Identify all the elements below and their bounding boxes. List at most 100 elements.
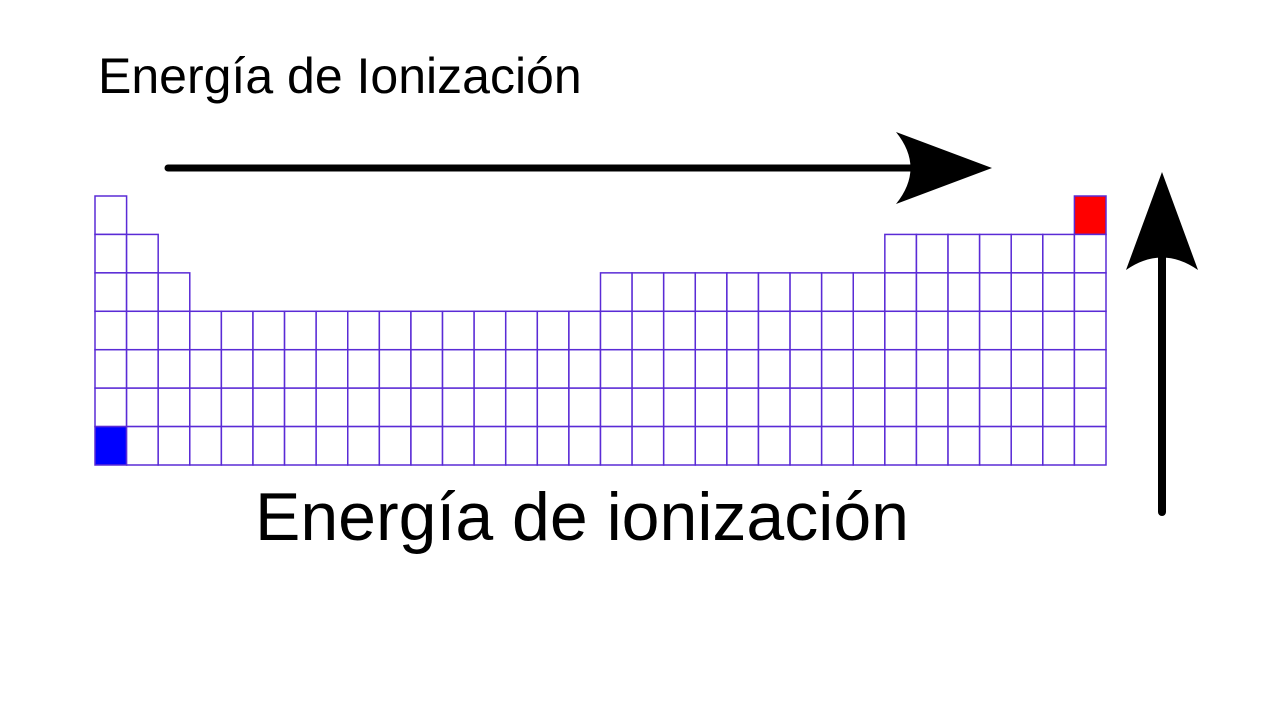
element-cell <box>1042 387 1076 428</box>
element-cell <box>631 348 665 389</box>
element-cell <box>726 387 760 428</box>
element-cell <box>347 348 381 389</box>
element-cell <box>789 425 823 466</box>
element-cell <box>410 387 444 428</box>
element-cell <box>536 348 570 389</box>
element-cell <box>220 425 254 466</box>
element-cell <box>757 272 791 313</box>
element-cell <box>1042 348 1076 389</box>
element-cell <box>283 425 317 466</box>
element-cell <box>568 348 602 389</box>
element-cell <box>694 387 728 428</box>
element-cell <box>441 387 475 428</box>
element-cell <box>978 425 1012 466</box>
element-cell <box>315 387 349 428</box>
element-cell <box>1010 272 1044 313</box>
element-cell <box>189 425 223 466</box>
element-cell <box>94 233 128 274</box>
element-cell <box>789 272 823 313</box>
up-arrow-icon <box>1126 172 1198 516</box>
element-cell <box>694 348 728 389</box>
element-cell <box>94 310 128 351</box>
element-cell <box>125 425 159 466</box>
element-cell <box>1010 233 1044 274</box>
element-cell <box>599 425 633 466</box>
element-cell <box>978 310 1012 351</box>
element-cell <box>726 272 760 313</box>
element-cell <box>189 310 223 351</box>
element-cell <box>915 348 949 389</box>
element-cell <box>410 425 444 466</box>
element-cell <box>94 387 128 428</box>
element-cell <box>1073 233 1107 274</box>
element-cell <box>1010 348 1044 389</box>
element-cell <box>631 272 665 313</box>
element-cell <box>220 387 254 428</box>
element-cell <box>820 348 854 389</box>
element-cell <box>504 310 539 351</box>
element-cell <box>726 425 760 466</box>
element-cell <box>157 310 191 351</box>
element-cell <box>536 310 570 351</box>
element-cell <box>726 348 760 389</box>
element-cell <box>1010 387 1044 428</box>
element-cell <box>662 272 697 313</box>
element-cell <box>1073 387 1107 428</box>
element-cell <box>410 348 444 389</box>
element-cell <box>252 348 286 389</box>
element-cell <box>884 272 918 313</box>
element-cell <box>820 387 854 428</box>
element-cell <box>504 387 539 428</box>
element-cell <box>852 425 886 466</box>
element-cell <box>947 348 981 389</box>
element-cell <box>473 387 507 428</box>
element-cell <box>915 233 949 274</box>
element-cell <box>315 348 349 389</box>
element-cell <box>252 387 286 428</box>
element-cell <box>1073 272 1107 313</box>
element-cell <box>915 272 949 313</box>
element-cell <box>157 387 191 428</box>
element-cell <box>283 387 317 428</box>
element-cell <box>852 387 886 428</box>
element-cell <box>599 387 633 428</box>
element-cell <box>789 348 823 389</box>
element-cell <box>884 348 918 389</box>
element-cell <box>125 310 159 351</box>
element-cell <box>378 425 412 466</box>
element-cell <box>441 348 475 389</box>
element-cell <box>884 425 918 466</box>
element-cell <box>947 387 981 428</box>
element-cell <box>1042 272 1076 313</box>
element-cell <box>283 348 317 389</box>
element-cell <box>1073 425 1107 466</box>
element-cell <box>378 387 412 428</box>
element-cell <box>599 272 633 313</box>
element-cell <box>599 348 633 389</box>
element-cell <box>378 348 412 389</box>
element-cell <box>852 310 886 351</box>
element-cell <box>125 387 159 428</box>
element-cell <box>884 387 918 428</box>
element-cell <box>1010 310 1044 351</box>
element-cell <box>347 425 381 466</box>
element-cell <box>884 310 918 351</box>
element-cell <box>157 272 191 313</box>
right-arrow-icon <box>164 132 992 204</box>
element-cell <box>978 233 1012 274</box>
element-cell <box>125 348 159 389</box>
element-cell <box>915 425 949 466</box>
element-cell <box>599 310 633 351</box>
lowest-energy-cell <box>94 425 128 466</box>
element-cell <box>947 425 981 466</box>
element-cell <box>915 310 949 351</box>
element-cell <box>662 348 697 389</box>
element-cell <box>757 387 791 428</box>
element-cell <box>125 233 159 274</box>
element-cell <box>125 272 159 313</box>
element-cell <box>694 272 728 313</box>
slide-title: Energía de Ionización <box>98 48 582 104</box>
element-cell <box>947 310 981 351</box>
element-cell <box>94 195 128 236</box>
